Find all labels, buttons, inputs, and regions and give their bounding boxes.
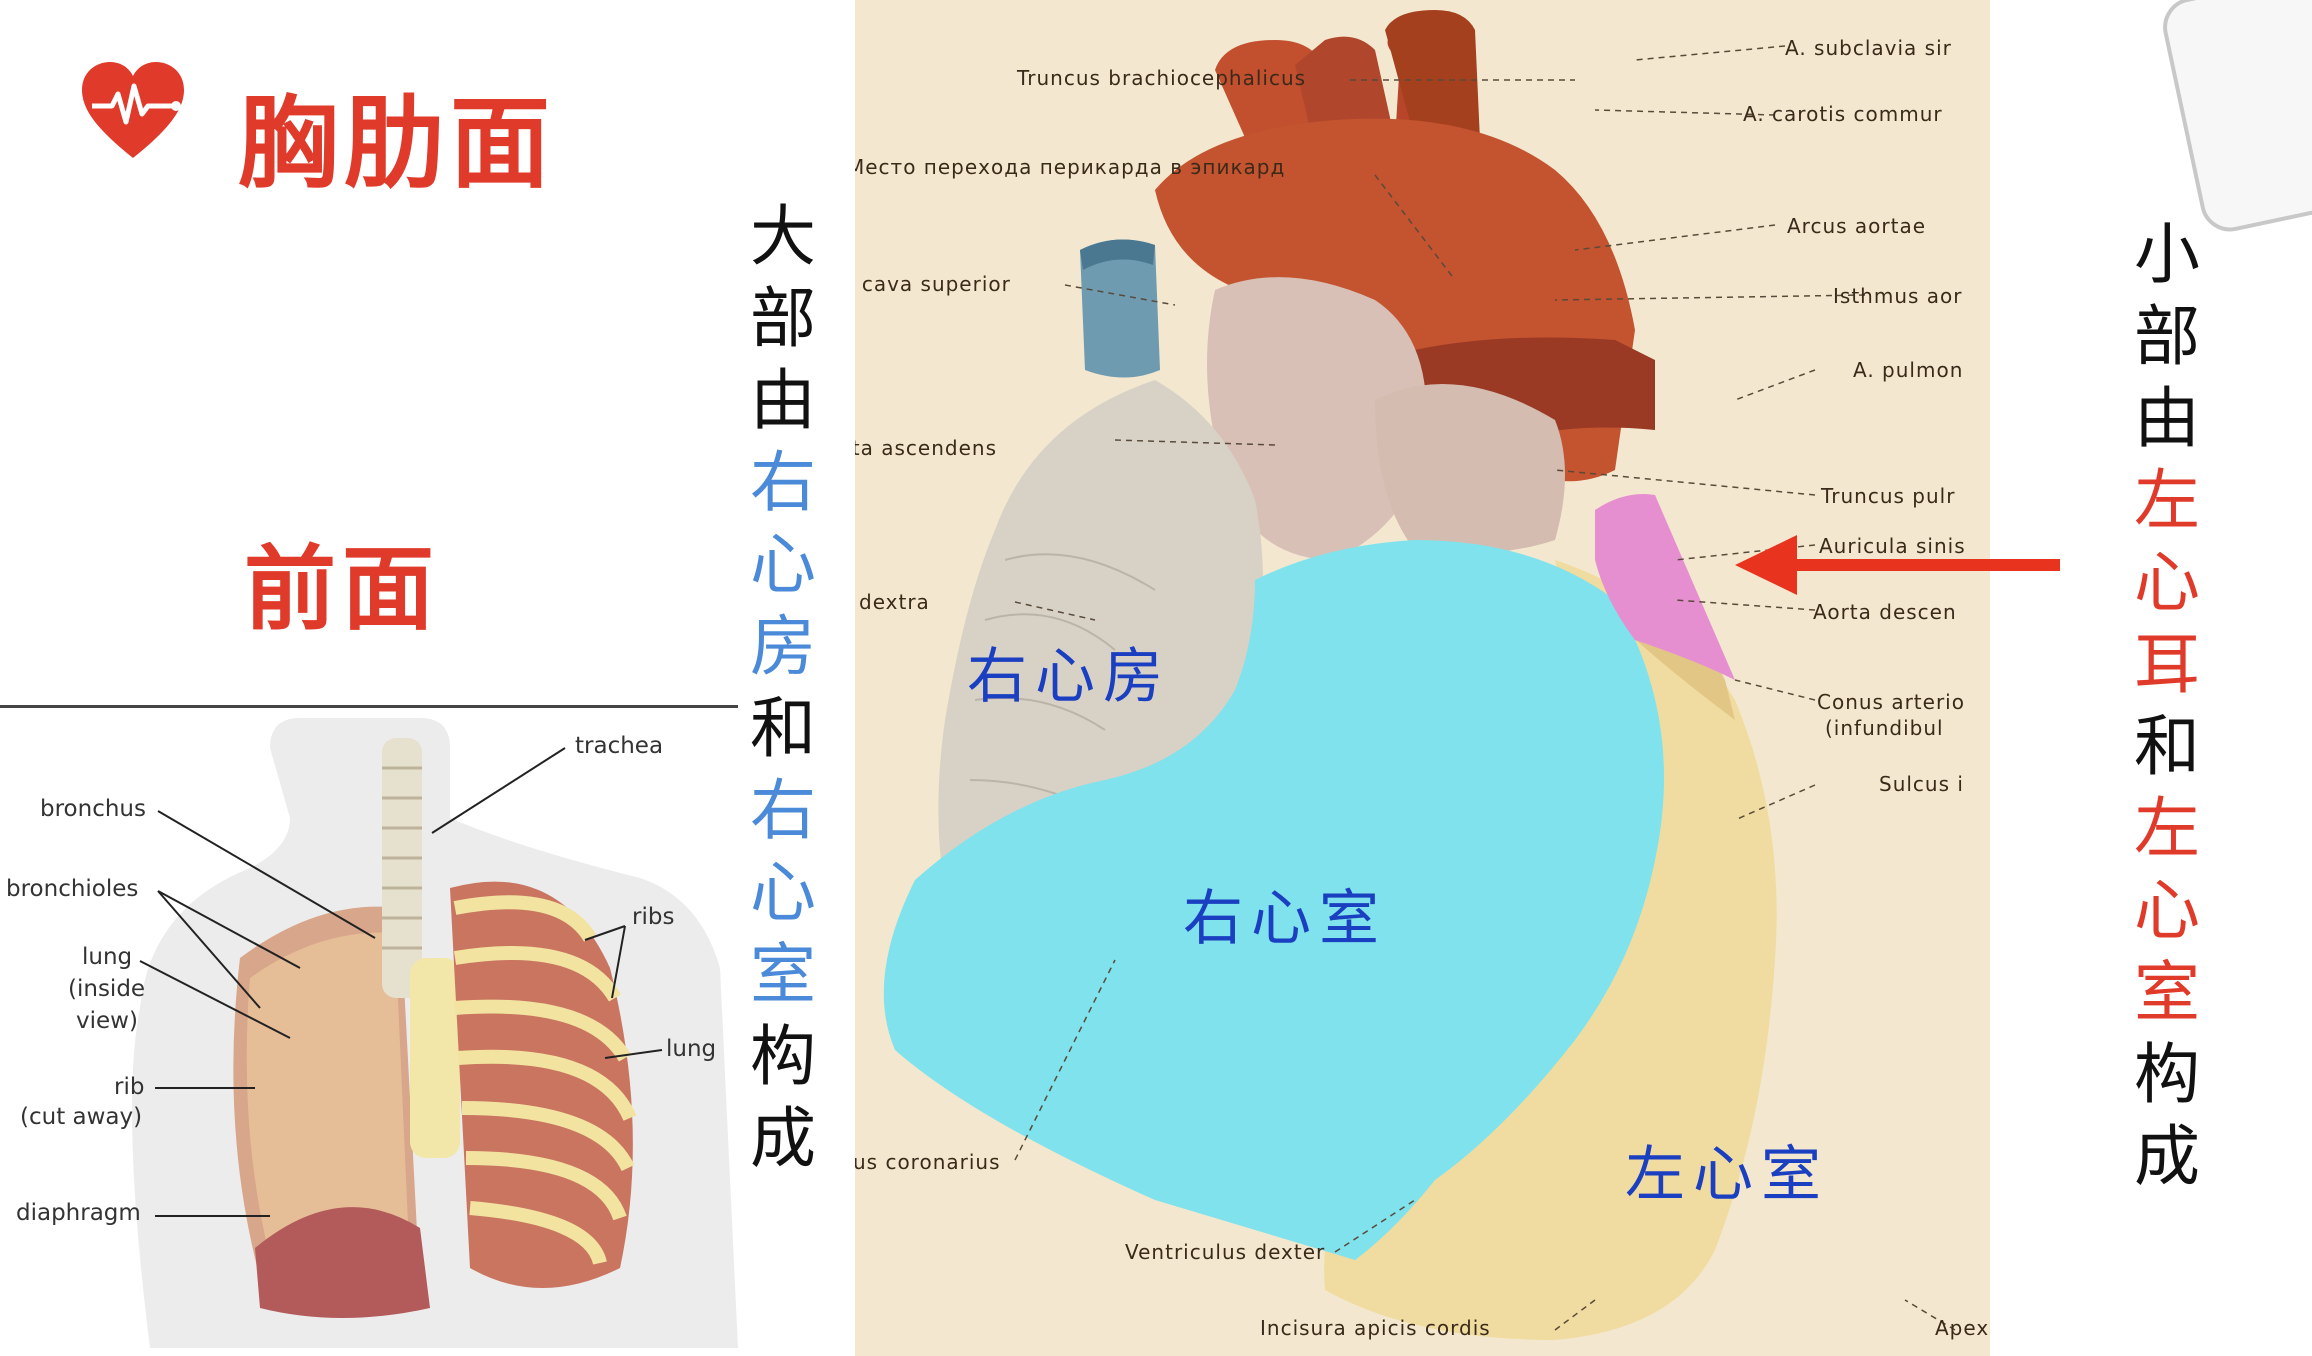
label-truncus-pulm: Truncus pulr <box>1821 484 1956 508</box>
region-right-ventricle: 右心室 <box>1183 884 1387 954</box>
heart-diagram: A. subclavia sir A. carotis commur Trunc… <box>855 0 1990 1356</box>
right-caption-char: 左 <box>2134 790 2200 867</box>
page-title: 胸肋面 <box>238 84 556 202</box>
label-brachiocephalicus: Truncus brachiocephalicus <box>1017 66 1307 90</box>
label-descen: Aorta descen <box>1813 600 1957 624</box>
section-title-front: 前面 <box>244 535 441 643</box>
label-coronarius: us coronarius <box>855 1150 1001 1174</box>
label-dextra: dextra <box>859 590 930 614</box>
label-ribs: ribs <box>632 904 675 930</box>
right-caption-char: 心 <box>2134 872 2200 949</box>
divider <box>0 705 738 708</box>
label-lung-inside-2: (inside <box>68 976 146 1002</box>
right-caption-char: 左 <box>2134 462 2200 539</box>
label-bronchioles: bronchioles <box>6 876 139 902</box>
left-caption-char: 心 <box>750 526 816 603</box>
region-right-atrium: 右心房 <box>967 642 1171 712</box>
left-caption: 大 部 由 右 心 房 和 右 心 室 构 成 <box>738 196 828 1180</box>
region-left-ventricle: 左心室 <box>1625 1140 1829 1210</box>
label-rib: rib <box>114 1074 145 1100</box>
left-caption-char: 房 <box>750 608 816 685</box>
label-incisura: Incisura apicis cordis <box>1260 1316 1491 1340</box>
right-caption-char: 成 <box>2134 1118 2200 1195</box>
label-lung-inside-3: view) <box>76 1008 138 1034</box>
label-pericard: Место перехода перикарда в эпикард <box>855 155 1286 179</box>
label-conus-1: Conus arterio <box>1817 690 1965 714</box>
label-sulcus: Sulcus i <box>1879 772 1964 796</box>
device-frame <box>2157 0 2312 238</box>
left-caption-char: 右 <box>750 772 816 849</box>
right-caption: 小 部 由 左 心 耳 和 左 心 室 构 成 <box>2122 214 2212 1198</box>
label-auricula: Auricula sinis <box>1819 534 1966 558</box>
right-caption-char: 和 <box>2134 708 2200 785</box>
label-carotis: A. carotis commur <box>1743 102 1943 126</box>
label-subclavia: A. subclavia sir <box>1785 36 1952 60</box>
label-rib-cutaway: (cut away) <box>20 1104 143 1130</box>
left-caption-char: 和 <box>750 690 816 767</box>
right-caption-char: 心 <box>2134 544 2200 621</box>
label-bronchus: bronchus <box>40 796 146 822</box>
left-caption-char: 室 <box>750 936 816 1013</box>
right-caption-char: 耳 <box>2134 626 2200 703</box>
label-arcus: Arcus aortae <box>1787 214 1927 238</box>
left-caption-char: 大 <box>750 198 816 275</box>
left-caption-char: 右 <box>750 444 816 521</box>
right-caption-char: 部 <box>2134 298 2200 375</box>
label-lung-inside-1: lung <box>82 944 133 970</box>
left-caption-char: 心 <box>750 854 816 931</box>
label-lung: lung <box>666 1036 717 1062</box>
label-ascendens: Aorta ascendens <box>855 436 997 460</box>
heart-icon <box>78 58 188 168</box>
label-trachea: trachea <box>575 733 664 759</box>
left-caption-char: 成 <box>750 1100 816 1177</box>
arrow-icon <box>1735 530 2065 600</box>
right-caption-char: 室 <box>2134 954 2200 1031</box>
thorax-diagram: trachea bronchus bronchioles lung (insid… <box>0 708 738 1348</box>
left-caption-char: 由 <box>750 362 816 439</box>
left-caption-char: 部 <box>750 280 816 357</box>
label-isthmus: Isthmus aor <box>1833 284 1963 308</box>
label-ventriculus: Ventriculus dexter <box>1125 1240 1326 1264</box>
label-pulmon: A. pulmon <box>1853 358 1964 382</box>
label-cava: V. cava superior <box>855 272 1011 296</box>
label-apex: Apex <box>1935 1316 1990 1340</box>
right-caption-char: 小 <box>2134 216 2200 293</box>
right-caption-char: 构 <box>2134 1036 2200 1113</box>
right-caption-char: 由 <box>2134 380 2200 457</box>
label-diaphragm: diaphragm <box>16 1200 141 1226</box>
left-caption-char: 构 <box>750 1018 816 1095</box>
label-conus-2: (infundibul <box>1825 716 1944 740</box>
